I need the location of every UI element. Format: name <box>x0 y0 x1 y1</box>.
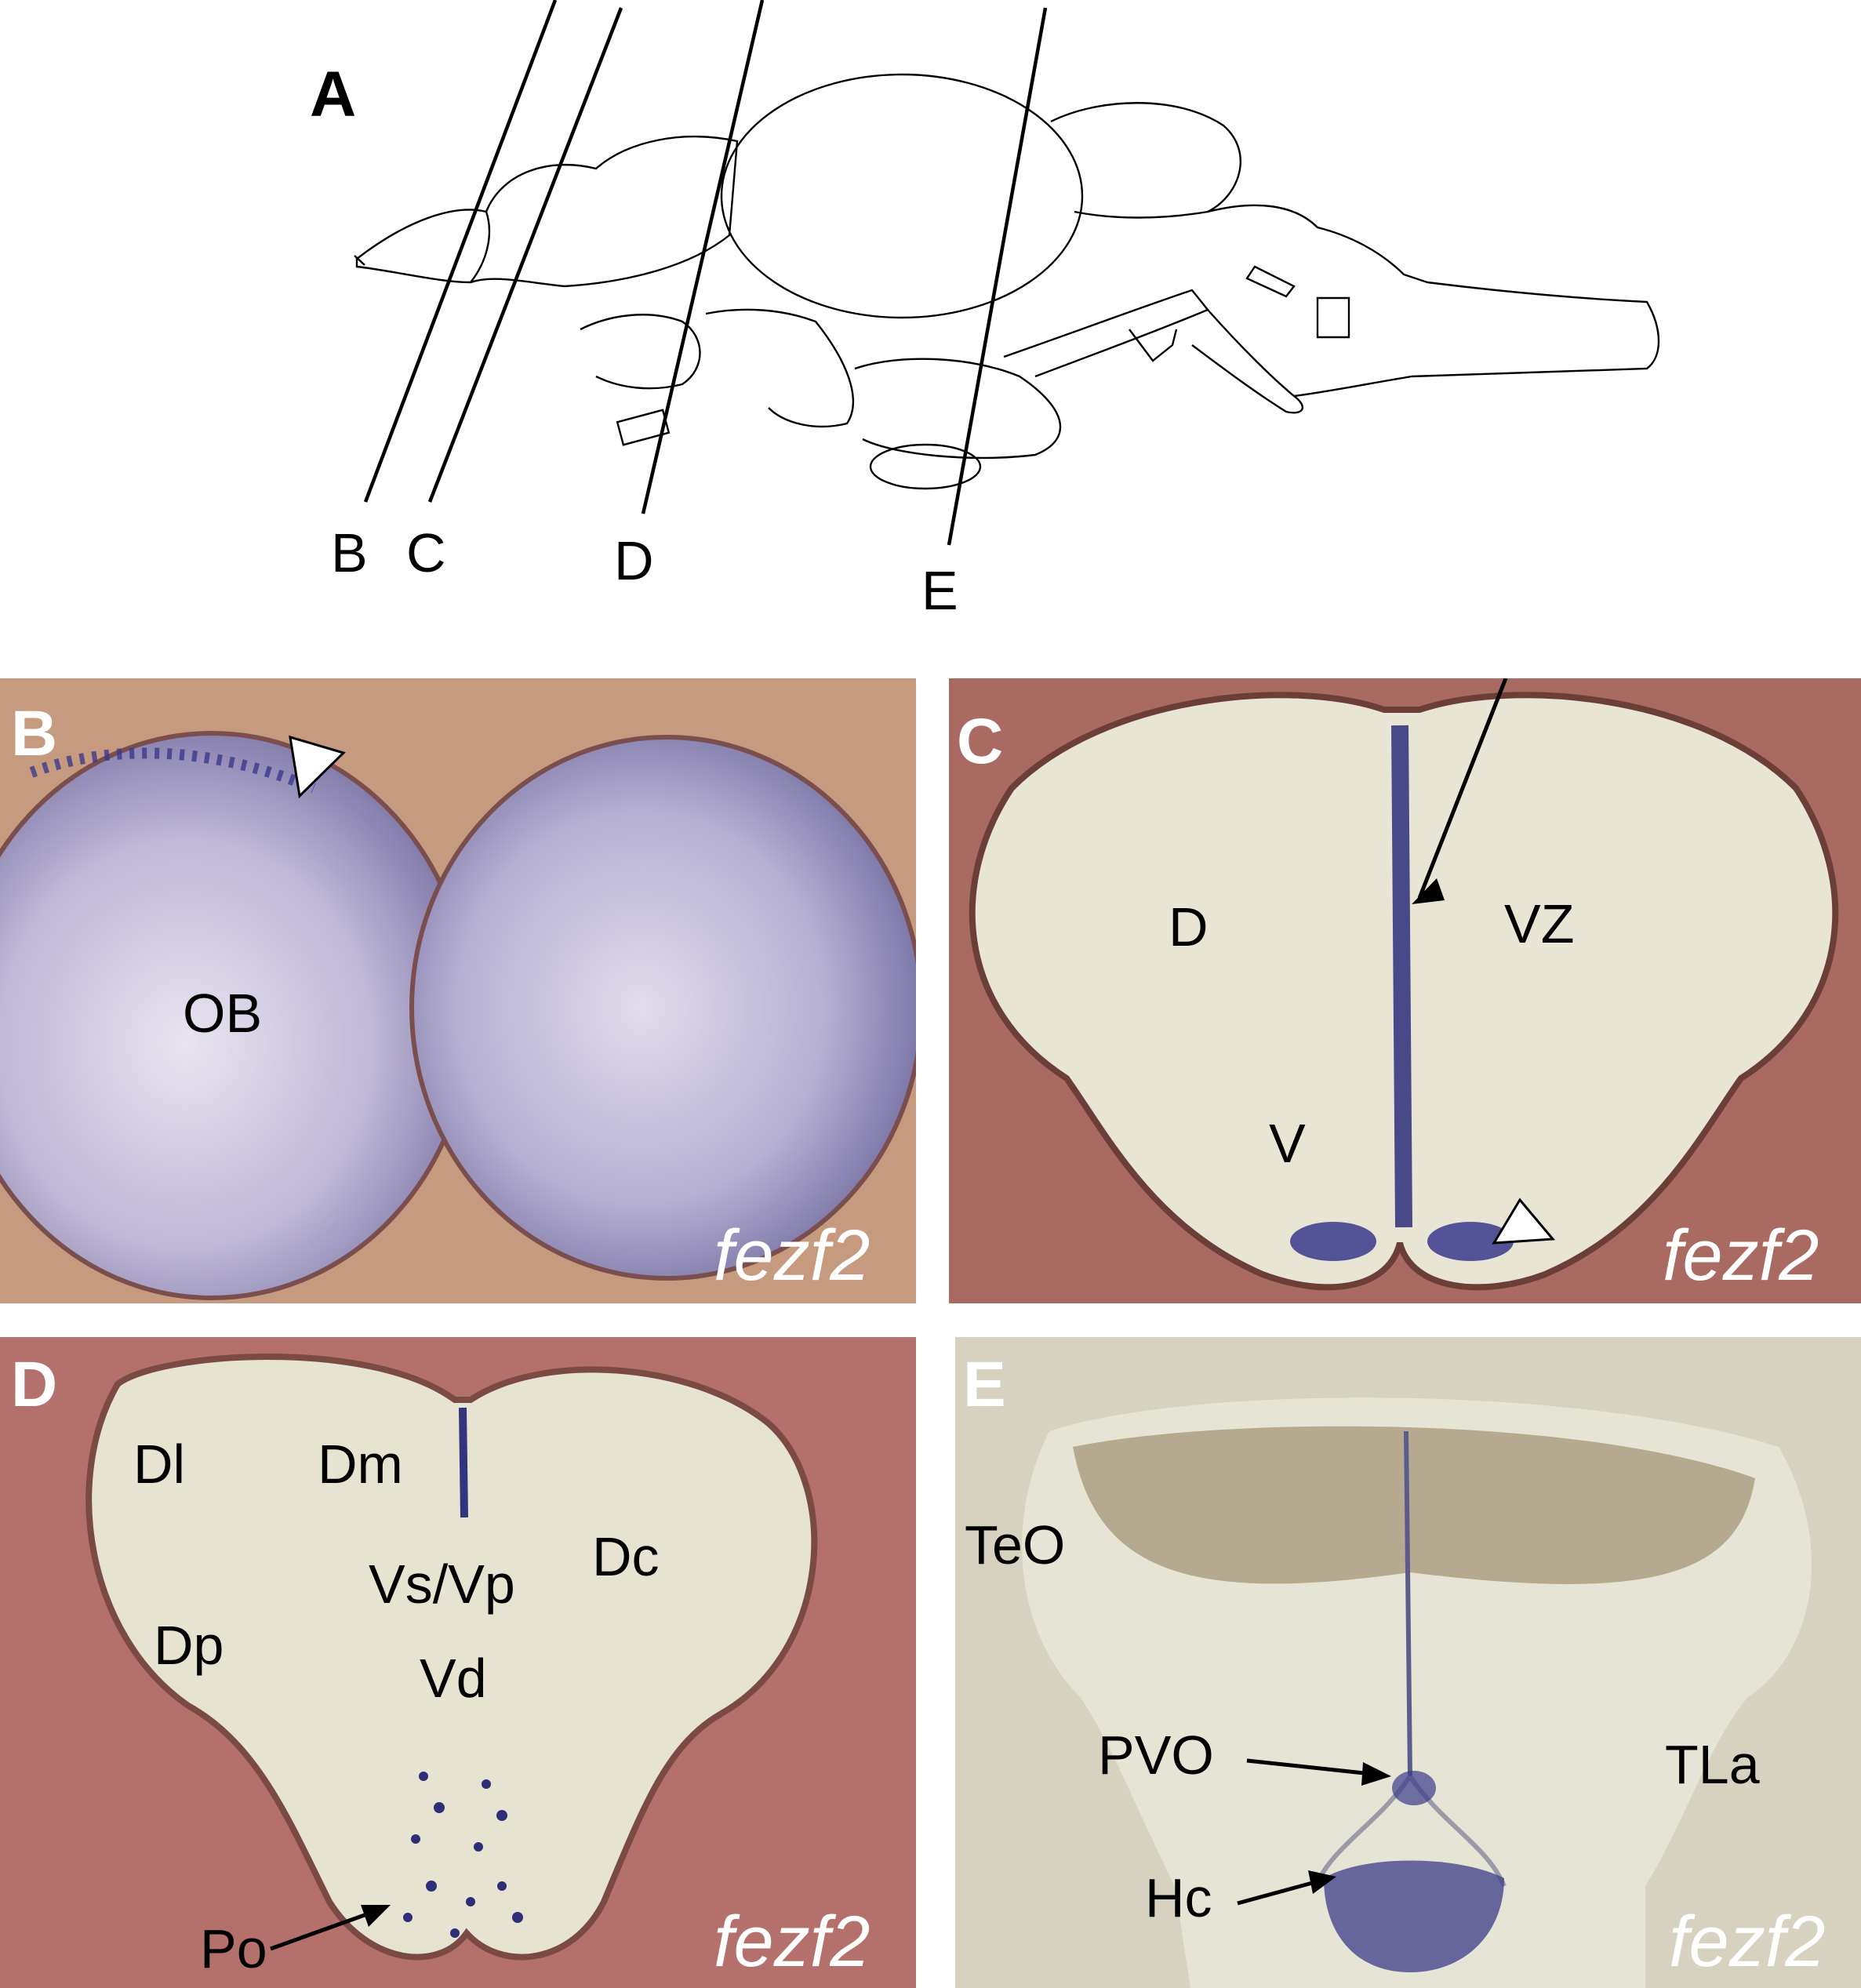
panel-e-letter: E <box>963 1349 1006 1420</box>
panel-a: A B C D E <box>0 0 1861 643</box>
section-label-d: D <box>614 530 654 591</box>
panel-d-image <box>85 1354 818 1961</box>
section-label-b: B <box>331 522 368 583</box>
label-dl: Dl <box>133 1434 186 1495</box>
panel-c-gene: fezf2 <box>1663 1216 1819 1296</box>
panel-c-letter: C <box>957 706 1004 777</box>
panel-b-letter: B <box>11 698 58 769</box>
brain-outline-drawing <box>354 0 1660 546</box>
section-line-c <box>427 7 623 503</box>
label-pvo: PVO <box>1098 1725 1214 1786</box>
section-line-e <box>947 7 1048 546</box>
section-line-d <box>641 0 765 514</box>
panel-c: C D VZ V fezf2 <box>949 678 1861 1303</box>
panel-b-image <box>0 731 916 1300</box>
panel-c-image <box>969 678 1839 1291</box>
label-d: D <box>1169 896 1209 958</box>
section-label-c: C <box>406 522 446 583</box>
arrowhead-icon <box>1492 1198 1556 1245</box>
label-ob: OB <box>183 983 263 1044</box>
arrow-icon <box>1308 1870 1336 1894</box>
panel-e-image <box>955 1337 1861 1988</box>
label-dc: Dc <box>592 1526 660 1587</box>
arrow-icon <box>361 1905 391 1927</box>
panel-e-gene: fezf2 <box>1669 1902 1826 1982</box>
label-v: V <box>1269 1113 1306 1174</box>
panel-d-gene: fezf2 <box>714 1902 871 1982</box>
label-vz: VZ <box>1504 893 1575 954</box>
arrow-icon <box>1412 878 1445 904</box>
label-teo: TeO <box>965 1514 1066 1575</box>
section-label-e: E <box>921 560 958 621</box>
label-po: Po <box>200 1918 267 1979</box>
label-tla: TLa <box>1665 1734 1760 1795</box>
panel-b: B OB fezf2 <box>0 678 916 1303</box>
panel-d: D Dl Dm Vs/Vp Dc Dp Vd Po fezf2 <box>0 1337 916 1988</box>
label-vd: Vd <box>420 1648 487 1709</box>
panel-a-letter: A <box>310 59 357 130</box>
label-dp: Dp <box>154 1615 224 1676</box>
panel-d-letter: D <box>11 1349 58 1420</box>
section-line-b <box>363 0 558 503</box>
arrow-icon <box>1361 1762 1391 1786</box>
panel-e: E TeO PVO TLa Hc fezf2 <box>955 1337 1861 1988</box>
label-hc: Hc <box>1145 1867 1212 1928</box>
label-dm: Dm <box>318 1434 403 1495</box>
label-vs-vp: Vs/Vp <box>369 1554 515 1615</box>
arrowhead-icon <box>289 735 346 799</box>
panel-b-gene: fezf2 <box>714 1216 871 1296</box>
